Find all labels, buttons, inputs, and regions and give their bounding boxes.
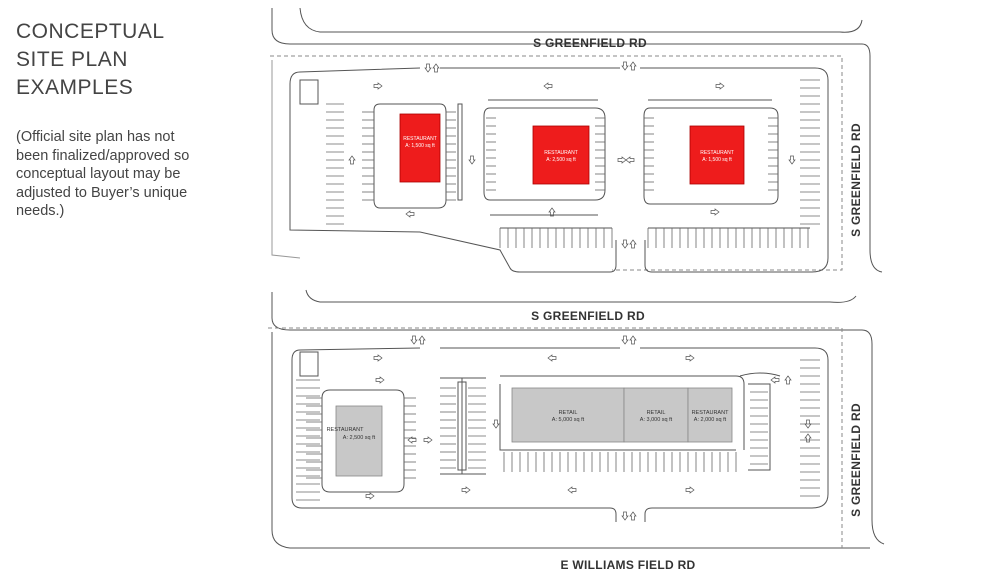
direction-arrow-icon — [804, 433, 812, 443]
building-area: A: 5,000 sq ft — [552, 417, 585, 423]
traffic-arrows — [348, 61, 812, 521]
direction-arrow-icon — [373, 354, 383, 362]
building-area: A: 2,500 sq ft — [546, 157, 576, 163]
direction-arrow-icon — [629, 239, 637, 249]
note-line: adjusted to Buyer’s unique — [16, 184, 188, 201]
direction-arrow-icon — [788, 155, 796, 165]
restaurant-building — [532, 125, 590, 185]
direction-arrow-icon — [567, 486, 577, 494]
building-area: A: 2,000 sq ft — [694, 417, 727, 423]
direction-arrow-icon — [461, 486, 471, 494]
building-area: A: 1,500 sq ft — [702, 157, 732, 163]
building-label: RETAIL — [559, 410, 578, 416]
direction-arrow-icon — [685, 354, 695, 362]
road-label-right: S GREENFIELD RD — [849, 123, 863, 237]
road-label-top: S GREENFIELD RD — [533, 36, 647, 50]
site-plan-2 — [268, 289, 885, 549]
site-plan-1 — [270, 7, 883, 273]
direction-arrow-icon — [621, 511, 629, 521]
disclaimer-note: (Official site plan has not been finaliz… — [16, 128, 236, 221]
direction-arrow-icon — [621, 239, 629, 249]
direction-arrow-icon — [424, 63, 432, 73]
parking-stalls-plan-1 — [326, 79, 820, 248]
direction-arrow-icon — [468, 155, 476, 165]
road-label-top: S GREENFIELD RD — [531, 309, 645, 323]
direction-arrow-icon — [770, 376, 780, 384]
direction-arrow-icon — [685, 486, 695, 494]
note-line: conceptual layout may be — [16, 166, 181, 182]
direction-arrow-icon — [543, 82, 553, 90]
building-label: RETAIL — [647, 410, 666, 416]
building-label: RESTAURANT — [403, 136, 437, 142]
direction-arrow-icon — [715, 82, 725, 90]
direction-arrow-icon — [710, 208, 720, 216]
direction-arrow-icon — [629, 335, 637, 345]
direction-arrow-icon — [621, 61, 629, 71]
restaurant-building — [399, 113, 441, 183]
direction-arrow-icon — [617, 156, 627, 164]
title-line: CONCEPTUAL — [16, 20, 165, 43]
title-line: SITE PLAN — [16, 48, 128, 71]
building-label: RESTAURANT — [327, 427, 365, 433]
note-line: needs.) — [16, 203, 65, 219]
building-label: RESTAURANT — [700, 150, 734, 156]
building-area: A: 2,500 sq ft — [343, 435, 376, 441]
parking-stalls-plan-2 — [296, 359, 820, 501]
direction-arrow-icon — [410, 335, 418, 345]
title-line: EXAMPLES — [16, 76, 134, 99]
building-label: RESTAURANT — [544, 150, 578, 156]
page-title: CONCEPTUAL SITE PLAN EXAMPLES — [16, 18, 165, 102]
direction-arrow-icon — [373, 82, 383, 90]
direction-arrow-icon — [548, 207, 556, 217]
direction-arrow-icon — [547, 354, 557, 362]
restaurant-building — [687, 387, 733, 443]
restaurant-building — [335, 405, 383, 477]
direction-arrow-icon — [423, 436, 433, 444]
direction-arrow-icon — [405, 210, 415, 218]
retail-building — [511, 387, 625, 443]
restaurant-building — [689, 125, 745, 185]
building-area: A: 1,500 sq ft — [405, 143, 435, 149]
direction-arrow-icon — [492, 419, 500, 429]
direction-arrow-icon — [629, 511, 637, 521]
road-label-bottom: E WILLIAMS FIELD RD — [560, 558, 695, 572]
direction-arrow-icon — [621, 335, 629, 345]
direction-arrow-icon — [407, 436, 417, 444]
direction-arrow-icon — [629, 61, 637, 71]
note-line: been finalized/approved so — [16, 147, 190, 164]
direction-arrow-icon — [418, 335, 426, 345]
direction-arrow-icon — [375, 376, 385, 384]
direction-arrow-icon — [365, 492, 375, 500]
building-label: RESTAURANT — [692, 410, 730, 416]
direction-arrow-icon — [432, 63, 440, 73]
road-label-right: S GREENFIELD RD — [849, 403, 863, 517]
note-line: (Official site plan has not — [16, 129, 175, 145]
direction-arrow-icon — [625, 156, 635, 164]
direction-arrow-icon — [804, 419, 812, 429]
direction-arrow-icon — [784, 375, 792, 385]
building-area: A: 3,000 sq ft — [640, 417, 673, 423]
direction-arrow-icon — [348, 155, 356, 165]
